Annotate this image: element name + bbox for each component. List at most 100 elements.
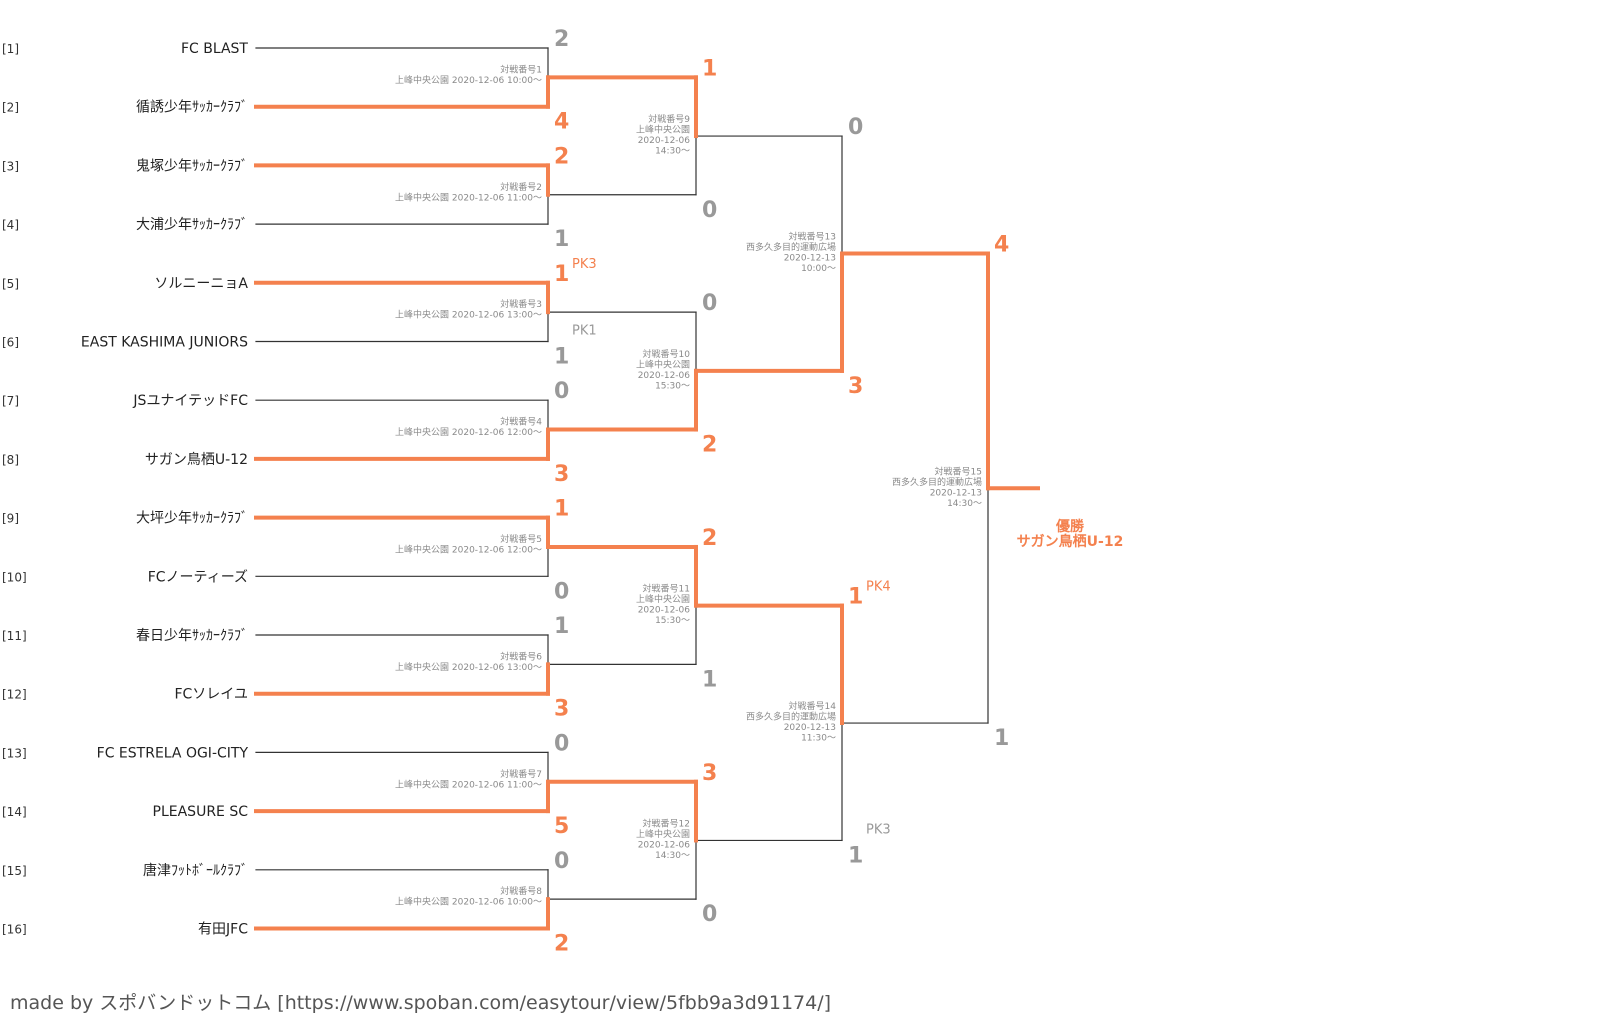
match-info: 対戦番号6 bbox=[500, 650, 542, 662]
match-info: 2020-12-13 bbox=[930, 488, 982, 498]
score-bottom: 4 bbox=[554, 110, 569, 135]
team-seed: [11] bbox=[2, 629, 27, 643]
team-name: 鬼塚少年ｻｯｶｰｸﾗﾌﾞ bbox=[136, 158, 248, 174]
bracket-labels: [1]FC BLAST[2]循誘少年ｻｯｶｰｸﾗﾌﾞ[3]鬼塚少年ｻｯｶｰｸﾗﾌ… bbox=[2, 27, 1009, 957]
team-seed: [15] bbox=[2, 864, 27, 878]
match-info: 11:30～ bbox=[801, 734, 836, 744]
bracket-lines-winner bbox=[254, 75, 1040, 931]
match-info: 2020-12-06 bbox=[638, 606, 691, 616]
score-top: 2 bbox=[554, 144, 569, 169]
match-info: 対戦番号2 bbox=[500, 181, 542, 193]
champion-block: 優勝 サガン鳥栖U-12 bbox=[1017, 518, 1124, 550]
score-bottom: 1 bbox=[848, 843, 863, 868]
match-info: 上峰中央公園 2020-12-06 12:00～ bbox=[395, 426, 542, 438]
match-info: 上峰中央公園 2020-12-06 11:00～ bbox=[395, 778, 542, 790]
team-name: FCノーティーズ bbox=[148, 569, 248, 585]
score-top: 2 bbox=[554, 27, 569, 52]
score-bottom: 2 bbox=[702, 433, 717, 458]
match-info: 対戦番号12 bbox=[643, 817, 690, 829]
pk-top: PK3 bbox=[572, 257, 597, 272]
match-info: 上峰中央公園 2020-12-06 13:00～ bbox=[395, 309, 542, 321]
score-bottom: 3 bbox=[848, 374, 863, 399]
match-info: 西多久多目的運動広場 bbox=[892, 476, 982, 488]
score-bottom: 1 bbox=[554, 227, 569, 252]
score-bottom: 3 bbox=[554, 462, 569, 487]
team-name: ソルニーニョA bbox=[154, 276, 248, 292]
match-info: 2020-12-06 bbox=[638, 840, 691, 850]
match-info: 上峰中央公園 bbox=[636, 124, 690, 136]
match-info: 対戦番号15 bbox=[935, 465, 982, 477]
match-info: 対戦番号14 bbox=[789, 700, 837, 712]
score-bottom: 0 bbox=[702, 198, 717, 223]
match-info: 対戦番号4 bbox=[500, 416, 542, 428]
match-info: 対戦番号9 bbox=[648, 113, 690, 125]
match-info: 14:30～ bbox=[655, 851, 690, 861]
footer-credit: made by スポバンドットコム [https://www.spoban.co… bbox=[10, 992, 832, 1014]
team-name: FC BLAST bbox=[181, 41, 248, 57]
match-info: 2020-12-13 bbox=[784, 253, 836, 263]
match-info: 西多久多目的運動広場 bbox=[746, 241, 836, 253]
match-info: 上峰中央公園 bbox=[636, 358, 690, 370]
match-info: 2020-12-06 bbox=[638, 371, 691, 381]
score-top: 0 bbox=[848, 115, 863, 140]
score-top: 2 bbox=[702, 526, 717, 551]
match-info: 15:30～ bbox=[655, 616, 690, 626]
score-top: 0 bbox=[702, 291, 717, 316]
pk-bottom: PK1 bbox=[572, 324, 597, 339]
team-seed: [9] bbox=[2, 512, 19, 526]
match-info: 14:30～ bbox=[655, 147, 690, 157]
match-info: 10:00～ bbox=[801, 264, 836, 274]
team-seed: [12] bbox=[2, 688, 27, 702]
team-name: サガン鳥栖U-12 bbox=[145, 452, 248, 468]
score-bottom: 0 bbox=[554, 579, 569, 604]
score-bottom: 5 bbox=[554, 814, 569, 839]
match-info: 2020-12-13 bbox=[784, 723, 836, 733]
team-name: 大浦少年ｻｯｶｰｸﾗﾌﾞ bbox=[136, 217, 248, 233]
score-bottom: 2 bbox=[554, 932, 569, 957]
team-name: 唐津ﾌｯﾄﾎﾞｰﾙｸﾗﾌﾞ bbox=[143, 862, 248, 879]
match-info: 対戦番号7 bbox=[500, 768, 542, 780]
match-info: 上峰中央公園 2020-12-06 11:00～ bbox=[395, 191, 542, 203]
score-bottom: 3 bbox=[554, 697, 569, 722]
team-seed: [5] bbox=[2, 277, 19, 291]
score-top: 4 bbox=[994, 232, 1009, 257]
team-seed: [1] bbox=[2, 42, 19, 56]
team-name: JSユナイテッドFC bbox=[132, 393, 248, 409]
bracket-lines-loser bbox=[255, 47, 989, 900]
team-name: FC ESTRELA OGI-CITY bbox=[97, 745, 249, 761]
score-top: 1 bbox=[702, 56, 717, 81]
team-name: 春日少年ｻｯｶｰｸﾗﾌﾞ bbox=[136, 628, 248, 644]
champion-label: 優勝 bbox=[1055, 518, 1085, 535]
score-top: 1 bbox=[554, 614, 569, 639]
score-top: 1 bbox=[554, 262, 569, 287]
team-seed: [13] bbox=[2, 746, 27, 760]
match-info: 15:30～ bbox=[655, 381, 690, 391]
team-name: 有田JFC bbox=[198, 922, 248, 938]
team-seed: [3] bbox=[2, 159, 19, 173]
match-info: 対戦番号10 bbox=[643, 348, 691, 360]
score-top: 3 bbox=[702, 761, 717, 786]
match-info: 西多久多目的運動広場 bbox=[746, 711, 836, 723]
match-info: 上峰中央公園 bbox=[636, 593, 690, 605]
team-seed: [4] bbox=[2, 218, 19, 232]
pk-top: PK4 bbox=[866, 580, 891, 595]
score-bottom: 0 bbox=[702, 902, 717, 927]
score-bottom: 1 bbox=[702, 667, 717, 692]
team-seed: [2] bbox=[2, 101, 19, 115]
match-info: 上峰中央公園 2020-12-06 10:00～ bbox=[395, 74, 542, 86]
team-seed: [7] bbox=[2, 394, 19, 408]
team-name: EAST KASHIMA JUNIORS bbox=[81, 335, 248, 351]
match-info: 上峰中央公園 2020-12-06 10:00～ bbox=[395, 896, 542, 908]
match-info: 対戦番号13 bbox=[789, 230, 836, 242]
score-bottom: 1 bbox=[554, 345, 569, 370]
match-info: 対戦番号1 bbox=[500, 63, 542, 75]
match-info: 上峰中央公園 2020-12-06 13:00～ bbox=[395, 661, 542, 673]
champion-team: サガン鳥栖U-12 bbox=[1017, 533, 1124, 550]
team-name: PLEASURE SC bbox=[153, 804, 249, 820]
team-seed: [10] bbox=[2, 570, 27, 584]
pk-bottom: PK3 bbox=[866, 822, 891, 837]
match-info: 上峰中央公園 2020-12-06 12:00～ bbox=[395, 543, 542, 555]
match-info: 対戦番号5 bbox=[500, 533, 542, 545]
match-info: 対戦番号8 bbox=[500, 885, 542, 897]
